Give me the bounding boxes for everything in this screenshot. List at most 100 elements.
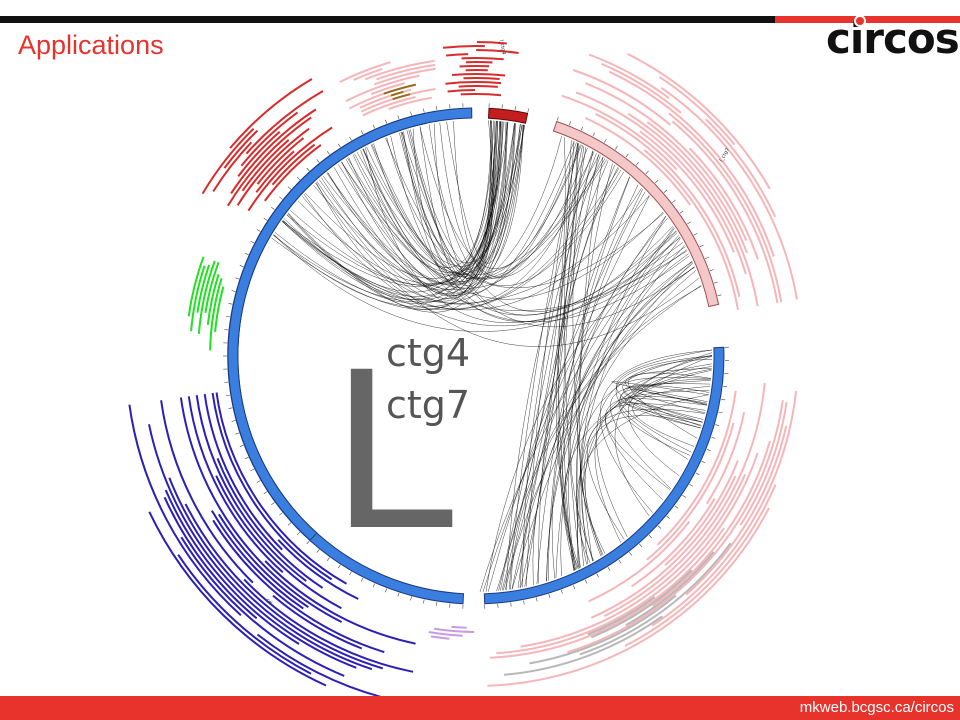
tick-mark: [263, 491, 268, 495]
tick-mark: [672, 199, 676, 203]
track-blue: [203, 393, 283, 551]
tick-mark: [226, 316, 231, 318]
tick-mark: [231, 290, 236, 292]
track-pink-right: [575, 91, 747, 275]
tick-mark: [645, 170, 649, 175]
track-green: [190, 265, 206, 332]
track-green: [196, 264, 211, 313]
track-pink-lower-right: [646, 422, 735, 561]
tick-mark: [385, 588, 388, 593]
link-ctg7-lower: [576, 157, 604, 569]
tick-mark: [337, 564, 341, 569]
link-right-loop: [623, 383, 711, 420]
link-main-ctg7: [326, 147, 588, 289]
tick-mark: [385, 119, 388, 124]
circos-logo: circos: [826, 14, 960, 63]
tick-mark: [235, 277, 240, 280]
track-pink-upper-left: [359, 88, 412, 109]
link-ctg7-lower: [526, 142, 578, 587]
tick-mark: [397, 115, 400, 120]
track-red-left: [227, 116, 312, 207]
track-red-top: [442, 44, 485, 49]
link-main-ctg7: [303, 194, 680, 327]
track-red-top: [463, 77, 500, 80]
track-blue: [187, 396, 284, 574]
link-ctg7-lower: [557, 167, 619, 570]
tick-mark: [360, 577, 364, 582]
track-red-top: [458, 85, 498, 88]
tick-mark: [235, 432, 240, 435]
tick-mark: [666, 515, 670, 519]
track-blue: [272, 594, 363, 650]
tick-mark: [250, 240, 255, 244]
link-right-loop: [620, 380, 711, 429]
track-pink-right: [584, 116, 691, 206]
track-pink-right: [595, 113, 741, 298]
track-blue: [243, 578, 414, 673]
tick-mark: [256, 480, 261, 483]
track-blue: [211, 510, 304, 610]
track-gray: [503, 615, 663, 676]
track-blue: [211, 392, 333, 581]
tick-mark: [360, 130, 364, 135]
link-main-ctg4: [282, 121, 502, 287]
tick-mark: [711, 436, 716, 439]
link-main-ctg7: [370, 144, 582, 279]
tick-mark: [629, 552, 633, 556]
track-pink-lower-right: [705, 411, 746, 505]
track-red-left: [236, 127, 310, 206]
link-right-loop: [587, 408, 705, 540]
link-main-ctg7: [282, 195, 650, 304]
link-right-loop: [594, 378, 711, 543]
tick-mark: [560, 589, 563, 594]
track-lavender: [430, 635, 450, 640]
track-pink-lower-right: [651, 440, 771, 607]
track-pink-right: [572, 69, 671, 126]
track-red-left: [223, 129, 259, 169]
track-green: [187, 256, 205, 317]
track-pink-lower-right: [685, 425, 788, 596]
tick-mark: [689, 483, 694, 487]
tick-mark: [239, 265, 244, 268]
tick-mark: [592, 132, 596, 137]
tick-mark: [296, 176, 301, 181]
tick-mark: [699, 244, 704, 248]
track-red-left: [255, 150, 295, 193]
track-gray: [529, 594, 677, 665]
tick-mark: [701, 460, 706, 464]
tick-mark: [596, 573, 599, 578]
track-red-top: [476, 41, 507, 45]
track-pink-upper-left: [388, 96, 432, 110]
track-blue: [179, 397, 343, 623]
top-bar-dark: [0, 16, 775, 23]
tick-mark: [723, 386, 728, 388]
track-pink-right: [671, 120, 779, 304]
tick-mark: [714, 281, 718, 284]
tick-mark: [663, 189, 668, 193]
tick-mark: [635, 162, 639, 166]
link-right-loop: [624, 390, 710, 423]
ideogram-right-blue: [483, 346, 725, 605]
tick-mark: [349, 136, 352, 141]
link-main-ctg4: [282, 121, 500, 301]
link-main-ctg4: [362, 120, 497, 284]
link-ctg7-lower: [570, 218, 668, 561]
tick-mark: [580, 126, 584, 131]
track-blue: [168, 477, 373, 671]
ideogram-main-upper: [227, 107, 473, 542]
track-blue: [215, 475, 342, 610]
link-main-ctg7: [273, 136, 562, 303]
tick-mark: [316, 549, 320, 553]
link-right-loop: [625, 368, 712, 414]
tick-mark: [231, 420, 236, 422]
track-pink-lower-right: [487, 507, 770, 687]
track-red-top: [445, 80, 502, 85]
center-label-2: ctg7: [386, 383, 470, 427]
track-green: [206, 273, 220, 326]
track-red-top: [460, 93, 502, 97]
tick-mark: [306, 540, 310, 545]
track-blue: [180, 536, 345, 677]
link-ctg7-lower: [546, 261, 693, 582]
link-ctg7-lower: [500, 263, 694, 591]
tick-mark: [327, 151, 330, 155]
